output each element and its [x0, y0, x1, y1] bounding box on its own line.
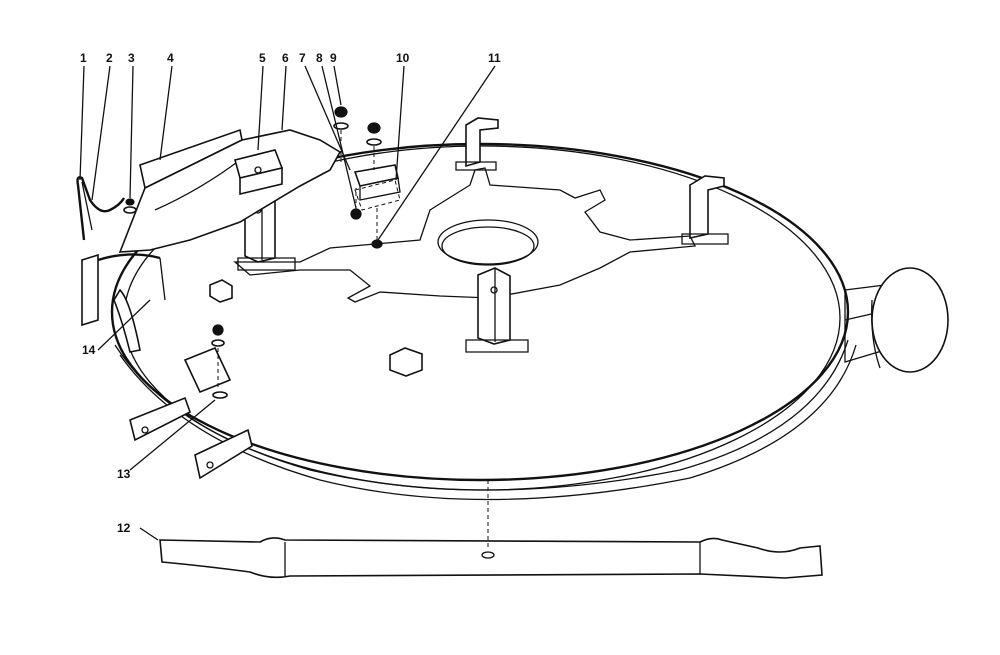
- callout-7: 7: [299, 51, 306, 65]
- hardware-stack-center: [366, 122, 382, 170]
- spindle-bracket-front: [465, 267, 529, 353]
- mower-blade: [159, 480, 823, 579]
- callout-6: 6: [282, 51, 289, 65]
- callout-9: 9: [330, 51, 337, 65]
- hairpin-clip: [76, 176, 126, 241]
- gauge-wheel: [844, 267, 949, 373]
- leader-lines: [79, 65, 496, 541]
- callout-8: 8: [316, 51, 323, 65]
- callout-3: 3: [128, 51, 135, 65]
- callout-2: 2: [106, 51, 113, 65]
- center-spindle-opening: [437, 219, 539, 266]
- deck-tab-front: [389, 347, 423, 377]
- deck-tab-left: [209, 279, 233, 303]
- deflector-rod: [81, 253, 166, 353]
- front-bracket-arm-left: [129, 396, 191, 442]
- washer-3: [123, 198, 137, 214]
- deck-stiffening-rib: [233, 167, 697, 303]
- hardware-bolt-11: [371, 205, 383, 249]
- callout-12: 12: [117, 521, 131, 535]
- callout-10: 10: [396, 51, 410, 65]
- callout-13: 13: [117, 467, 131, 481]
- discharge-deflector: [118, 128, 342, 253]
- callout-14: 14: [82, 343, 96, 357]
- callout-11: 11: [488, 51, 501, 65]
- spindle-bracket-right: [681, 175, 729, 245]
- callout-5: 5: [259, 51, 266, 65]
- part-5-pad: [234, 149, 284, 196]
- front-bracket-arm-right: [194, 428, 253, 480]
- front-bracket-plate: [183, 324, 232, 399]
- callout-4: 4: [167, 51, 174, 65]
- callout-1: 1: [80, 51, 87, 65]
- deflector-hinge-bracket: [353, 164, 401, 211]
- spindle-bracket-rear: [455, 117, 499, 171]
